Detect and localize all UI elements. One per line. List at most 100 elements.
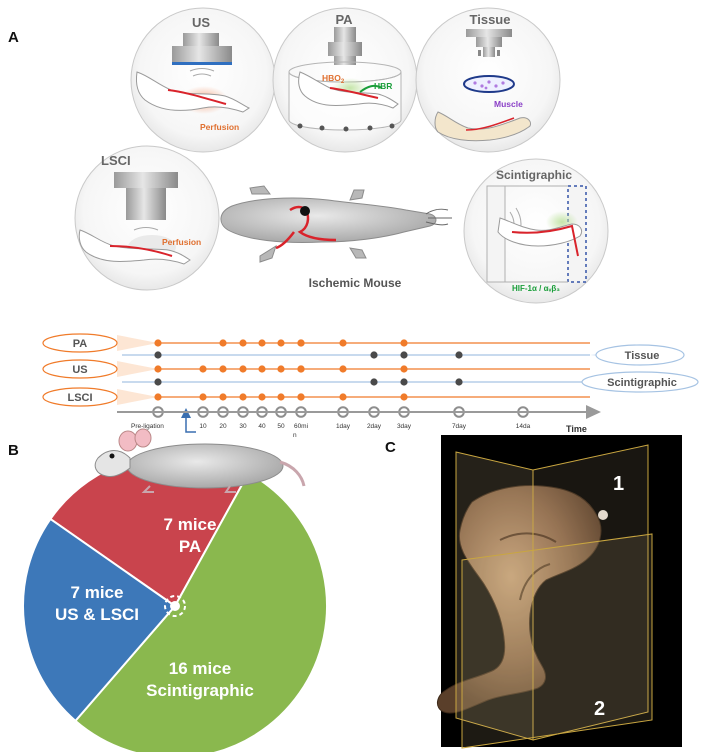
us-bubble: US Perfusion [130, 7, 276, 153]
pie-slice [22, 517, 177, 723]
timeline-dot-scintigraphic [455, 378, 463, 386]
timeline-tick-label: 40 [258, 423, 266, 430]
timeline-tick-label: 1day [336, 423, 351, 430]
timeline-row-taper-us [117, 361, 158, 377]
pa-hbo2-label: HBO2 [322, 73, 345, 85]
plane-2-label: 2 [594, 698, 605, 720]
timeline-dot-pa [219, 339, 227, 347]
pie-slice-group-label: US & LSCI [55, 605, 139, 624]
timeline-dot-tissue [370, 351, 378, 359]
us-perfusion-label: Perfusion [200, 122, 239, 132]
timeline-dot-scintigraphic [370, 378, 378, 386]
ischemic-mouse: Ischemic Mouse [220, 185, 452, 290]
mouse-leg-icon [78, 229, 191, 265]
timeline-dot-lsci [154, 393, 162, 401]
muscle-slide-icon [463, 75, 515, 93]
timeline-row-label-box-us [42, 359, 118, 379]
timeline-dot-pa [154, 339, 162, 347]
timeline-row-taper-lsci [117, 389, 158, 405]
timeline-dot-lsci [277, 393, 285, 401]
scintigraphic-title: Scintigraphic [496, 168, 572, 182]
timeline-tick-label: Pre-ligation [131, 423, 164, 430]
timeline-dot-pa [297, 339, 305, 347]
timeline-dot-us [339, 365, 347, 373]
mouse-leg-icon [497, 211, 583, 257]
lsci-bubble: LSCI Perfusion [74, 145, 220, 291]
time-axis-label: Time [566, 424, 587, 434]
timeline-tick-label: 50 [277, 423, 285, 430]
pa-title: PA [335, 12, 353, 27]
timeline-dot-pa [239, 339, 247, 347]
mouse-leg-icon [434, 111, 531, 142]
timeline-row-label-tissue: Tissue [625, 350, 660, 362]
lsci-title: LSCI [101, 153, 131, 168]
timeline-dot-us [297, 365, 305, 373]
slice-plane-1 [455, 444, 649, 741]
mouse-leg-icon [298, 71, 399, 109]
timeline-tick-label: n [293, 432, 297, 439]
pie-slice-group-label: Scintigraphic [146, 681, 254, 700]
timeline-tick-label: 2day [367, 423, 382, 430]
timeline-row-taper-pa [117, 335, 158, 351]
ct-3d-render: 1 2 [437, 435, 682, 749]
timeline-dot-us [219, 365, 227, 373]
timeline-tick-label: 14da [516, 423, 531, 430]
time-axis-arrow-icon [586, 405, 601, 419]
timeline-dot-us [400, 365, 408, 373]
timeline-tick-label: 30 [239, 423, 247, 430]
timeline-row-label-box-pa [42, 333, 118, 353]
timeline-dot-pa [400, 339, 408, 347]
pa-bubble: PA HBO2 HBR [272, 7, 418, 153]
pie-slice-group-label: PA [179, 537, 201, 556]
timeline-dot-scintigraphic [154, 378, 162, 386]
timeline-dot-scintigraphic [400, 378, 408, 386]
timeline-dot-lsci [219, 393, 227, 401]
timeline-dot-lsci [400, 393, 408, 401]
timeline-row-label-box-scintigraphic [581, 371, 699, 393]
timeline-dot-us [154, 365, 162, 373]
panel-letter-a: A [8, 29, 19, 46]
timeline-tick-label: 20 [219, 423, 227, 430]
pie-slice-count-label: 7 mice [164, 515, 217, 534]
timeline-row-label-box-lsci [42, 387, 118, 407]
timeline-row-label-box-tissue [595, 344, 685, 366]
timeline-dot-tissue [400, 351, 408, 359]
timeline-dot-pa [339, 339, 347, 347]
timeline-dot-tissue [154, 351, 162, 359]
timeline-dot-lsci [339, 393, 347, 401]
scintigraphic-hif-label: HIF-1α / αᵥβ₃ [512, 284, 560, 293]
timeline-dot-lsci [258, 393, 266, 401]
timeline-dot-us [277, 365, 285, 373]
timeline-row-label-lsci: LSCI [67, 392, 92, 404]
timeline-tick-label: 7day [452, 423, 467, 430]
lab-rat-icon [94, 428, 306, 493]
pa-hbr-label: HBR [374, 81, 392, 91]
pie-slice-count-label: 16 mice [169, 659, 231, 678]
panel-letter-b: B [8, 442, 19, 459]
plane-1-label: 1 [613, 473, 624, 495]
timeline-dot-lsci [239, 393, 247, 401]
timeline-dot-lsci [297, 393, 305, 401]
timeline-row-label-us: US [72, 364, 87, 376]
timeline-dot-pa [277, 339, 285, 347]
pie-slice-count-label: 7 mice [71, 583, 124, 602]
timeline-dot-tissue [455, 351, 463, 359]
timeline-dot-us [199, 365, 207, 373]
microscope-icon [466, 29, 512, 57]
tissue-title: Tissue [470, 12, 511, 27]
lsci-perfusion-label: Perfusion [162, 237, 201, 247]
timeline-tick-label: 60mi [294, 423, 308, 430]
us-title: US [192, 15, 210, 30]
timeline-row-label-scintigraphic: Scintigraphic [607, 377, 677, 389]
timeline-tick-label: 3day [397, 423, 412, 430]
tissue-bubble: Tissue Muscle [415, 7, 561, 153]
timeline-dot-us [239, 365, 247, 373]
pie-center-target-icon [164, 595, 186, 617]
timeline-dot-lsci [199, 393, 207, 401]
slice-plane-2 [461, 533, 653, 749]
mouse-leg-icon [136, 71, 250, 114]
timeline-row-label-pa: PA [73, 338, 88, 350]
